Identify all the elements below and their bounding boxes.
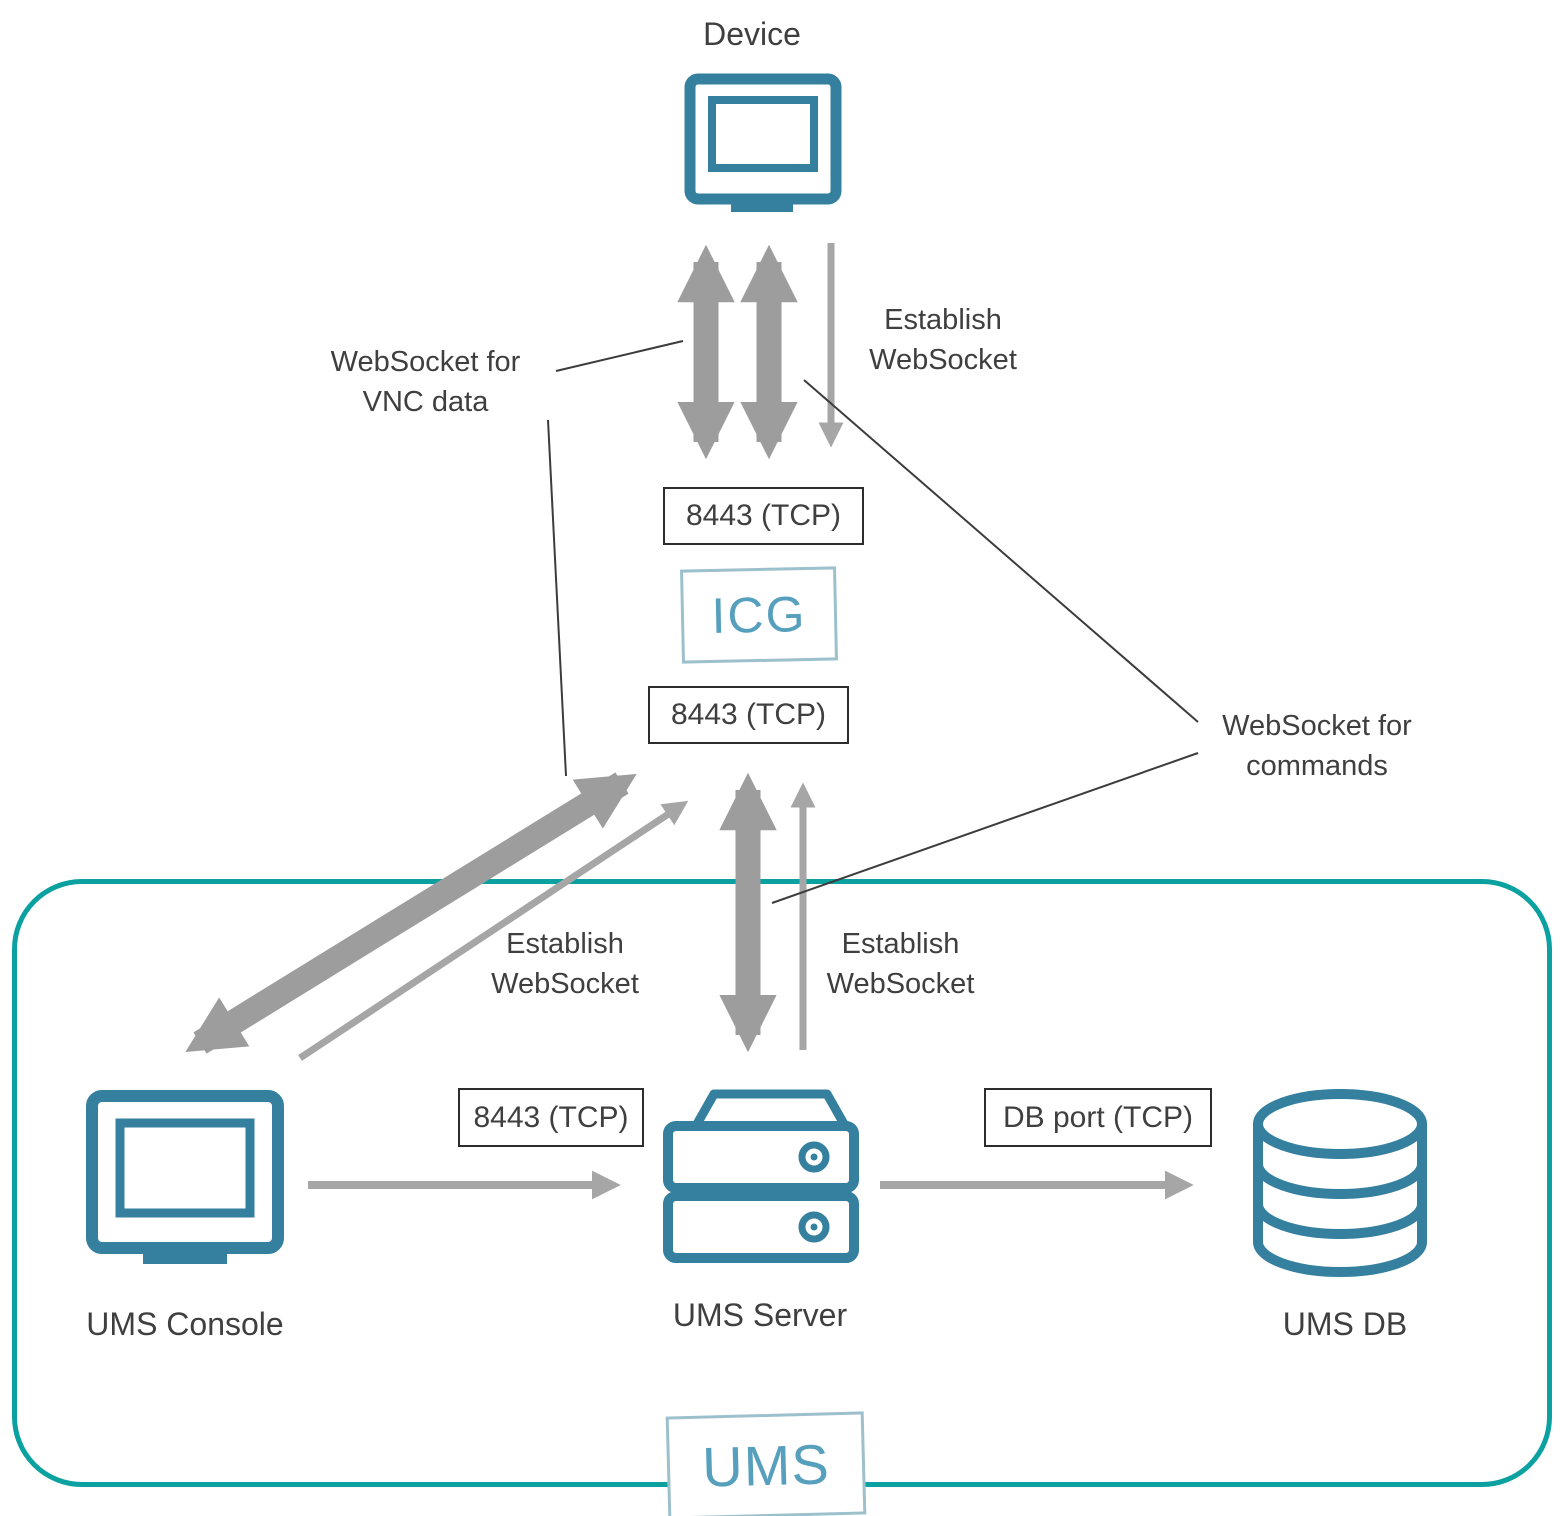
leader-commands-to-device-arrow [803, 379, 1199, 723]
ums-server-label: UMS Server [672, 1297, 848, 1333]
ums-server-icon [663, 1089, 859, 1263]
establish-websocket-server-annotation: Establish WebSocket [826, 928, 975, 1000]
establish-websocket-device-annotation: Establish WebSocket [869, 304, 1017, 376]
websocket-vnc-annotation: WebSocket for VNC data [330, 346, 521, 418]
arrow-console-establish-websocket [298, 800, 689, 1061]
device-icon [684, 73, 842, 212]
establish-websocket-console-annotation: Establish WebSocket [491, 928, 639, 1000]
websocket-commands-annotation: WebSocket for commands [1222, 710, 1412, 782]
port-device-icg: 8443 (TCP) [663, 487, 864, 545]
icg-logo: ICG [680, 566, 838, 664]
port-server-db: DB port (TCP) [984, 1088, 1212, 1147]
ums-db-label: UMS DB [1282, 1306, 1408, 1342]
ums-console-icon [86, 1090, 284, 1264]
ums-db-icon [1253, 1089, 1427, 1277]
arrow-console-icg-data [185, 772, 637, 1054]
leader-vnc-to-console-arrow [547, 419, 567, 777]
leader-commands-to-server-arrow [771, 752, 1199, 904]
port-console-server: 8443 (TCP) [458, 1088, 644, 1147]
ums-console-label: UMS Console [86, 1306, 284, 1342]
leader-vnc-to-device-arrows [555, 340, 684, 372]
port-icg-server: 8443 (TCP) [648, 686, 849, 744]
device-label: Device [703, 16, 801, 52]
ums-logo: UMS [665, 1411, 867, 1516]
